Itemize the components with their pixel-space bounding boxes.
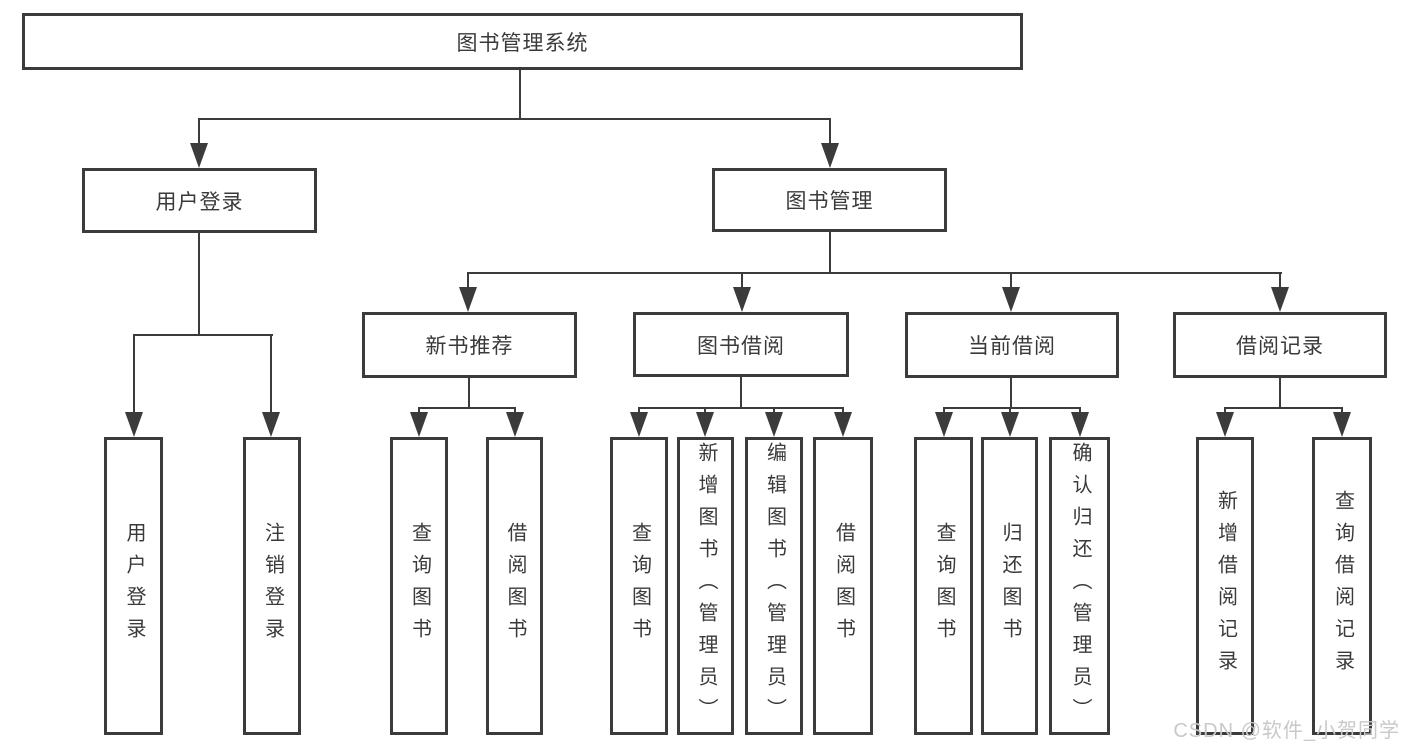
node-br-query-record: 查询借阅记录 (1312, 437, 1372, 735)
connector-drop-rec-borrow (514, 407, 516, 414)
node-bb-query-books-label: 查询图书 (628, 522, 651, 650)
connector-bookmgmt-hbar (467, 272, 1282, 274)
connector-br-stem (1279, 378, 1281, 409)
connector-rec-hbar (418, 407, 516, 409)
connector-userlogin-stem (198, 233, 200, 336)
node-bb-add-books-label: 新增图书（管理员） (695, 442, 717, 730)
node-cb-return-books-label: 归还图书 (999, 522, 1021, 650)
node-leaf-user-login-label: 用户登录 (123, 522, 145, 650)
connector-drop-br-query (1341, 407, 1343, 414)
node-new-book-rec: 新书推荐 (362, 312, 577, 378)
node-rec-query-books-label: 查询图书 (408, 522, 431, 650)
connector-cb-hbar (943, 407, 1081, 409)
node-current-borrow: 当前借阅 (905, 312, 1119, 378)
node-book-borrow: 图书借阅 (633, 312, 849, 377)
node-rec-borrow-books-label: 借阅图书 (504, 522, 526, 650)
node-bb-borrow-books-label: 借阅图书 (832, 522, 855, 650)
arrowhead-current-borrow (1002, 287, 1020, 312)
arrowhead-new-book (459, 287, 477, 312)
connector-rec-stem (468, 376, 470, 409)
connector-drop-new-book (467, 272, 469, 288)
connector-drop-book-mgmt (829, 118, 831, 145)
node-borrow-records-label: 借阅记录 (1236, 335, 1324, 358)
arrowhead-bb-add (696, 412, 714, 437)
connector-drop-rec-query (418, 407, 420, 414)
node-root-label: 图书管理系统 (456, 31, 589, 55)
node-root: 图书管理系统 (22, 13, 1023, 70)
node-bb-add-books: 新增图书（管理员） (677, 437, 734, 735)
connector-drop-current-borrow (1010, 272, 1012, 288)
arrowhead-cb-confirm (1071, 412, 1089, 437)
connector-root-hbar (198, 118, 831, 120)
node-book-mgmt: 图书管理 (712, 168, 947, 232)
node-book-borrow-label: 图书借阅 (697, 334, 785, 358)
node-cb-confirm-return-label: 确认归还（管理员） (1069, 442, 1091, 730)
arrowhead-book-mgmt (821, 143, 839, 168)
connector-drop-bb-query (638, 407, 640, 414)
connector-drop-bb-borrow (842, 407, 844, 414)
connector-drop-leaf-logout (270, 334, 272, 414)
connector-drop-br-add (1224, 407, 1226, 414)
connector-userlogin-hbar (133, 334, 273, 336)
node-cb-query-books: 查询图书 (914, 437, 973, 735)
csdn-watermark: CSDN @软件_小贺同学 (1173, 720, 1400, 742)
connector-drop-bb-add (704, 407, 706, 414)
node-bb-borrow-books: 借阅图书 (813, 437, 873, 735)
connector-drop-borrow-records (1279, 272, 1281, 288)
node-cb-confirm-return: 确认归还（管理员） (1049, 437, 1110, 735)
node-br-add-record-label: 新增借阅记录 (1214, 490, 1237, 682)
arrowhead-bb-edit (765, 412, 783, 437)
node-rec-borrow-books: 借阅图书 (486, 437, 543, 735)
connector-br-hbar (1224, 407, 1343, 409)
node-current-borrow-label: 当前借阅 (968, 335, 1056, 358)
connector-cb-stem (1010, 378, 1012, 409)
arrowhead-leaf-logout (262, 412, 280, 437)
connector-bb-stem (740, 377, 742, 409)
node-br-add-record: 新增借阅记录 (1196, 437, 1254, 735)
connector-drop-leaf-login (133, 334, 135, 414)
node-bb-edit-books: 编辑图书（管理员） (745, 437, 803, 735)
arrowhead-borrow-records (1271, 287, 1289, 312)
connector-bb-hbar (638, 407, 844, 409)
node-rec-query-books: 查询图书 (390, 437, 448, 735)
connector-root-stem (519, 70, 521, 119)
arrowhead-book-borrow (733, 287, 751, 312)
node-bb-edit-books-label: 编辑图书（管理员） (763, 442, 786, 730)
node-leaf-logout: 注销登录 (243, 437, 301, 735)
arrowhead-cb-query (935, 412, 953, 437)
node-book-mgmt-label: 图书管理 (785, 190, 874, 213)
connector-drop-user-login (198, 118, 200, 145)
arrowhead-bb-borrow (834, 412, 852, 437)
connector-drop-book-borrow (741, 272, 743, 288)
node-leaf-user-login: 用户登录 (104, 437, 163, 735)
arrowhead-br-query (1333, 412, 1351, 437)
connector-drop-bb-edit (773, 407, 775, 414)
arrowhead-br-add (1216, 412, 1234, 437)
node-user-login-label: 用户登录 (155, 190, 244, 214)
node-borrow-records: 借阅记录 (1173, 312, 1387, 378)
arrowhead-rec-query (410, 412, 428, 437)
connector-drop-cb-query (943, 407, 945, 414)
node-cb-query-books-label: 查询图书 (933, 522, 955, 650)
node-bb-query-books: 查询图书 (610, 437, 668, 735)
arrowhead-rec-borrow (506, 412, 524, 437)
arrowhead-bb-query (630, 412, 648, 437)
connector-drop-cb-return (1009, 407, 1011, 414)
connector-bookmgmt-stem (829, 232, 831, 274)
arrowhead-cb-return (1001, 412, 1019, 437)
arrowhead-leaf-login (125, 412, 143, 437)
node-br-query-record-label: 查询借阅记录 (1331, 490, 1354, 682)
node-new-book-rec-label: 新书推荐 (425, 335, 514, 358)
node-cb-return-books: 归还图书 (981, 437, 1038, 735)
connector-drop-cb-confirm (1079, 407, 1081, 414)
node-user-login: 用户登录 (82, 168, 317, 233)
node-leaf-logout-label: 注销登录 (261, 522, 284, 650)
arrowhead-user-login (190, 143, 208, 168)
